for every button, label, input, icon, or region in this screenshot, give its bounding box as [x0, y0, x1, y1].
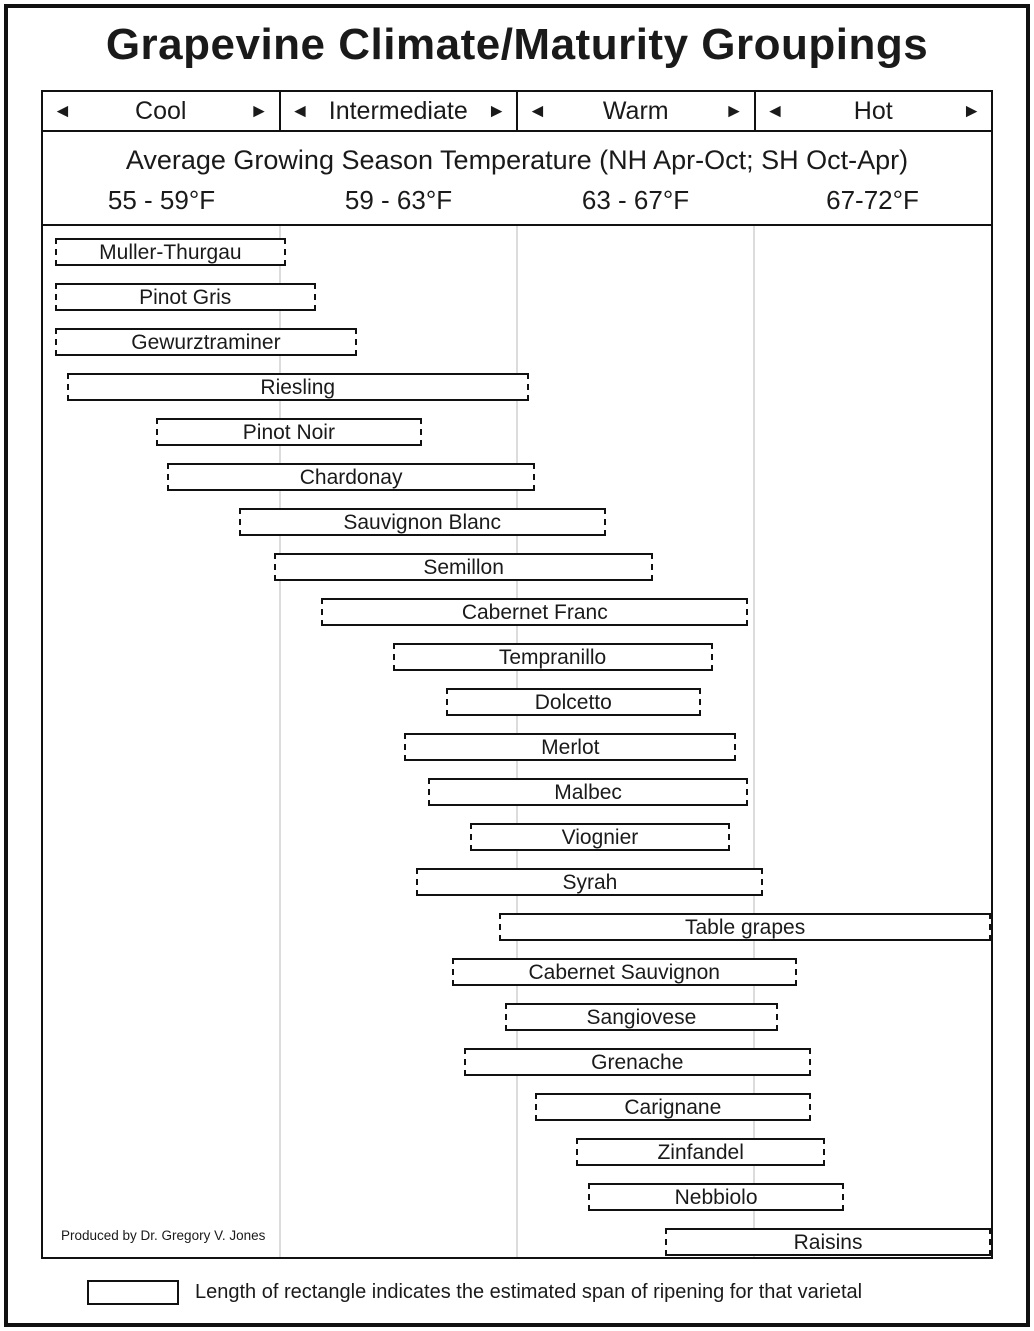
temp-range-label: 67-72°F — [826, 185, 919, 215]
legend-swatch — [87, 1280, 179, 1305]
zone-arrow-right-icon: ► — [487, 100, 506, 122]
varietal-label: Muller-Thurgau — [99, 240, 242, 264]
gridline — [279, 226, 281, 1257]
varietal-bar: Nebbiolo — [588, 1183, 845, 1211]
gridline — [753, 226, 755, 1257]
zone-label: Intermediate — [328, 96, 468, 125]
varietal-bar: Chardonay — [167, 463, 535, 491]
varietal-bar: Riesling — [66, 373, 529, 401]
varietal-label: Viognier — [561, 825, 639, 849]
chart-frame: ◄ Cool ► ◄ Intermediate ► ◄ Warm ► ◄ Hot ► Average … — [41, 90, 993, 1259]
varietal-bar: Malbec — [428, 778, 749, 806]
varietal-label: Table grapes — [684, 915, 806, 939]
varietal-label: Malbec — [554, 780, 622, 804]
varietal-bar: Raisins — [665, 1228, 991, 1256]
zone-label: Cool — [135, 96, 187, 125]
varietal-label: Merlot — [541, 735, 600, 759]
zone-arrow-left-icon: ◄ — [290, 100, 310, 122]
varietal-bar: Carignane — [534, 1093, 811, 1121]
varietal-label: Riesling — [260, 375, 336, 399]
page-title: Grapevine Climate/Maturity Groupings — [105, 20, 929, 69]
varietal-bar: Gewurztraminer — [54, 328, 358, 356]
legend-text: Length of rectangle indicates the estima… — [195, 1281, 863, 1303]
zone-label: Warm — [602, 96, 669, 125]
varietal-label: Syrah — [562, 870, 618, 894]
zone-arrow-left-icon: ◄ — [53, 100, 72, 122]
varietal-label: Gewurztraminer — [131, 330, 281, 354]
varietal-label: Cabernet Sauvignon — [528, 960, 720, 984]
zone-arrow-right-icon: ► — [724, 100, 744, 122]
varietal-bar: Pinot Gris — [54, 283, 316, 311]
varietal-bar: Dolcetto — [445, 688, 701, 716]
zone-arrow-right-icon: ► — [962, 100, 981, 122]
legend: Length of rectangle indicates the estima… — [87, 1280, 862, 1305]
varietal-label: Dolcetto — [534, 690, 612, 714]
varietal-bar: Merlot — [404, 733, 737, 761]
zone-cell: ◄ Cool ► — [43, 92, 281, 130]
chart-page: Grapevine Climate/Maturity Groupings ◄ Co… — [4, 4, 1030, 1327]
zone-arrow-right-icon: ► — [249, 100, 269, 122]
temp-range-label: 55 - 59°F — [107, 185, 216, 215]
varietal-bar: Syrah — [416, 868, 764, 896]
varietal-label: Semillon — [423, 555, 504, 579]
varietal-label: Chardonay — [299, 465, 403, 489]
varietal-bar: Cabernet Franc — [321, 598, 749, 626]
temp-range-label: 59 - 63°F — [344, 185, 453, 215]
varietal-label: Grenache — [591, 1050, 684, 1074]
zone-cell: ◄ Hot ► — [756, 92, 992, 130]
credit-text: Produced by Dr. Gregory V. Jones — [61, 1228, 266, 1243]
varietal-label: Carignane — [624, 1095, 722, 1119]
varietal-label: Pinot Gris — [139, 285, 232, 309]
zone-cell: ◄ Warm ► — [518, 92, 756, 130]
zone-cell: ◄ Intermediate ► — [281, 92, 518, 130]
varietal-label: Nebbiolo — [674, 1185, 758, 1209]
zones-row: ◄ Cool ► ◄ Intermediate ► ◄ Warm ► ◄ Hot ► — [41, 90, 993, 132]
varietal-bar: Grenache — [463, 1048, 811, 1076]
varietal-bar: Sauvignon Blanc — [238, 508, 606, 536]
zone-arrow-left-icon: ◄ — [765, 100, 785, 122]
zone-arrow-left-icon: ◄ — [528, 100, 547, 122]
temps-row: 55 - 59°F 59 - 63°F 63 - 67°F 67-72°F — [43, 181, 991, 224]
varietal-label: Cabernet Franc — [461, 600, 608, 624]
axis-header: Average Growing Season Temperature (NH A… — [41, 132, 993, 226]
varietal-bar: Cabernet Sauvignon — [451, 958, 797, 986]
chart-area: Produced by Dr. Gregory V. Jones Muller-… — [41, 226, 993, 1259]
varietal-label: Sangiovese — [586, 1005, 697, 1029]
varietal-label: Pinot Noir — [242, 420, 335, 444]
varietal-bar: Semillon — [274, 553, 654, 581]
varietal-label: Zinfandel — [657, 1140, 744, 1164]
varietal-bar: Muller-Thurgau — [54, 238, 286, 266]
temp-range-label: 63 - 67°F — [581, 185, 690, 215]
varietal-label: Sauvignon Blanc — [343, 510, 501, 534]
varietal-bar: Viognier — [469, 823, 731, 851]
varietal-bar: Zinfandel — [576, 1138, 826, 1166]
varietal-label: Raisins — [793, 1230, 863, 1254]
varietal-bar: Tempranillo — [392, 643, 713, 671]
varietal-label: Tempranillo — [498, 645, 607, 669]
varietal-bar: Table grapes — [499, 913, 991, 941]
varietal-bar: Sangiovese — [505, 1003, 778, 1031]
zone-label: Hot — [853, 96, 893, 125]
varietal-bar: Pinot Noir — [155, 418, 423, 446]
axis-subtitle: Average Growing Season Temperature (NH A… — [125, 145, 909, 175]
